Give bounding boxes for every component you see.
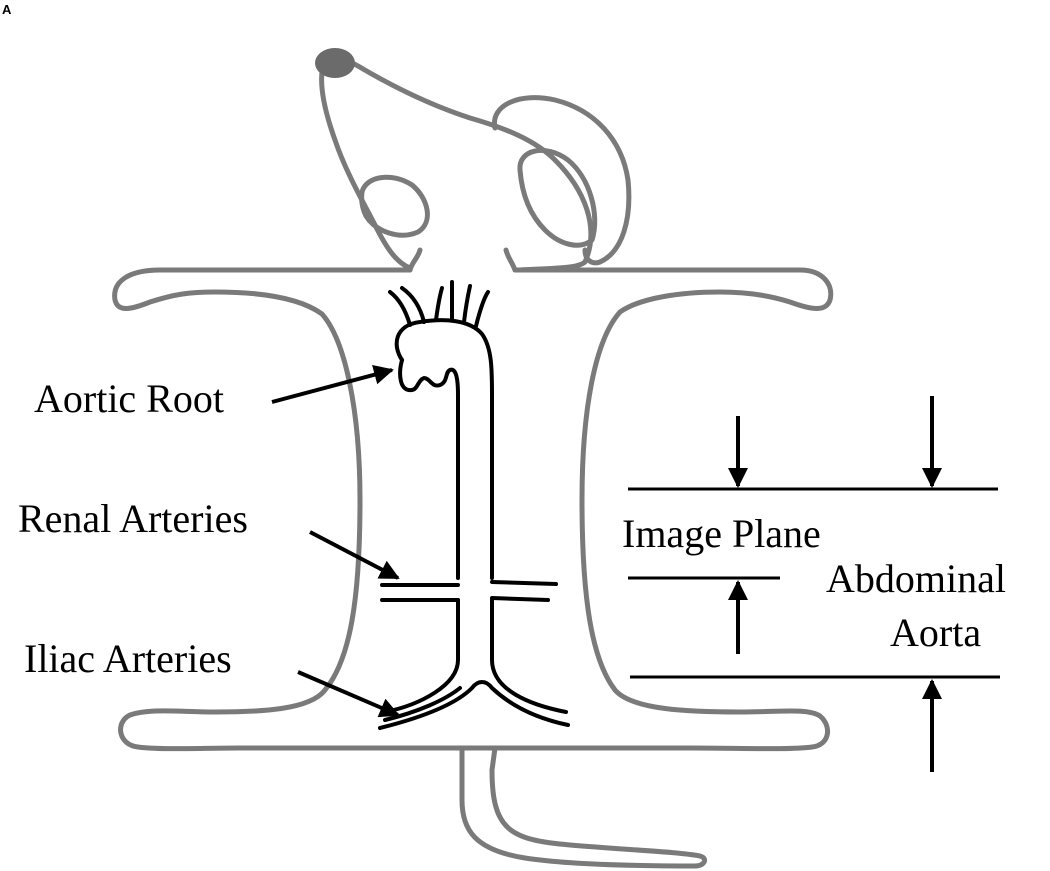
arch-branch-2 xyxy=(400,286,426,324)
arch-branch-3 xyxy=(434,286,444,322)
mouse-body xyxy=(112,265,708,869)
arch-branch-6 xyxy=(474,290,490,328)
panel-letter: A xyxy=(2,2,12,17)
arrow-renal-arteries xyxy=(309,530,400,580)
mouse-ear-outer xyxy=(492,95,632,266)
aorta-vessels xyxy=(378,280,570,730)
label-aortic-root: Aortic Root xyxy=(34,376,224,421)
label-renal-arteries: Renal Arteries xyxy=(18,496,248,541)
aorta-lower-right-wall xyxy=(490,598,568,714)
label-iliac-arteries: Iliac Arteries xyxy=(24,636,232,681)
renal-artery-lower-right xyxy=(490,596,550,602)
label-image-plane: Image Plane xyxy=(622,511,821,556)
renal-artery-upper-right xyxy=(490,580,558,586)
iliac-artery-left xyxy=(378,680,570,730)
iliac-artery-left-lower xyxy=(383,686,462,722)
mouse-head xyxy=(319,58,594,273)
image-plane-annotation: Image Plane Abdominal Aorta xyxy=(622,396,1006,772)
mouse-nose xyxy=(315,48,355,78)
label-aorta: Aorta xyxy=(890,610,981,655)
aortic-root xyxy=(398,358,460,580)
arch-branch-5 xyxy=(462,284,472,324)
arrow-aortic-root xyxy=(271,364,394,404)
mouse-eye xyxy=(359,174,430,238)
mouse-body-right xyxy=(492,267,834,752)
mouse-neck-right xyxy=(503,247,518,273)
arrow-iliac-arteries xyxy=(297,670,400,718)
mouse-ear-inner xyxy=(517,148,598,248)
aorta-outer-wall xyxy=(394,318,494,580)
mouse-neck-left xyxy=(407,247,423,273)
arch-branch-1 xyxy=(388,290,412,327)
mouse-silhouette xyxy=(112,48,834,869)
label-abdominal: Abdominal xyxy=(826,556,1006,601)
